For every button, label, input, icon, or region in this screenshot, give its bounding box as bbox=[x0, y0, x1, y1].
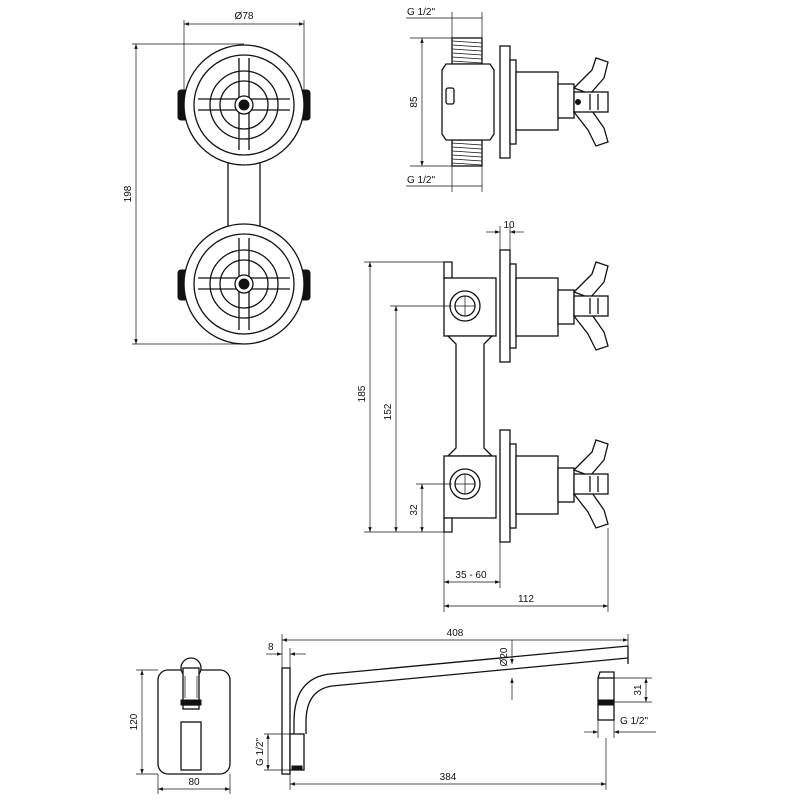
side-view: 85 G 1/2" G 1/2" bbox=[406, 7, 609, 192]
arm-front-width-label: 80 bbox=[188, 777, 200, 788]
front-diameter-label: Ø78 bbox=[235, 11, 254, 22]
section-plate-label: 10 bbox=[503, 220, 515, 231]
front-view: Ø78 198 bbox=[123, 11, 311, 345]
side-height-label: 85 bbox=[409, 96, 420, 108]
arm-front-height-label: 120 bbox=[129, 713, 140, 730]
side-thread-bottom-label: G 1/2" bbox=[407, 175, 435, 186]
arm-plate-label: 8 bbox=[268, 642, 274, 653]
arm-length-total-label: 408 bbox=[447, 628, 464, 639]
section-depth-range-label: 35 - 60 bbox=[455, 570, 487, 581]
side-thread-top-label: G 1/2" bbox=[407, 7, 435, 18]
arm-tube-diameter-label: Ø20 bbox=[499, 647, 510, 666]
section-axis-distance-label: 152 bbox=[383, 403, 394, 420]
front-height-label: 198 bbox=[123, 185, 134, 202]
arm-side-view: 408 8 Ø20 31 G 1/2" G 1/2" 384 bbox=[255, 628, 656, 790]
arm-thread-outlet-label: G 1/2" bbox=[620, 716, 648, 727]
lower-handle-rosette bbox=[177, 223, 311, 345]
upper-handle-rosette bbox=[177, 44, 311, 166]
arm-thread-inlet-label: G 1/2" bbox=[255, 738, 266, 766]
arm-outlet-label: 31 bbox=[633, 684, 644, 696]
arm-front-view: 120 80 bbox=[129, 657, 231, 794]
section-lower-offset-label: 32 bbox=[409, 504, 420, 516]
section-view: 10 185 152 32 35 - 60 112 bbox=[357, 220, 609, 612]
section-total-height-label: 185 bbox=[357, 385, 368, 402]
arm-reach-label: 384 bbox=[440, 772, 457, 783]
section-projection-label: 112 bbox=[518, 594, 534, 605]
